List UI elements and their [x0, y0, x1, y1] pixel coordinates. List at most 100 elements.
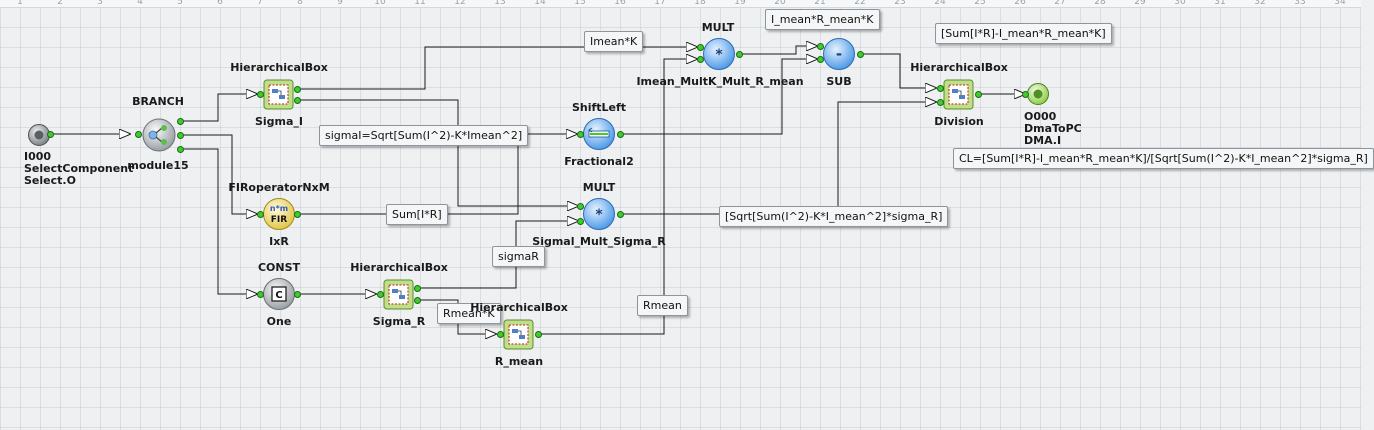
output-name: DmaToPC [1024, 122, 1082, 135]
input-node[interactable] [27, 123, 51, 151]
wire-sigma-i-mult1 [297, 47, 698, 90]
ruler-tick: 4 [137, 0, 143, 7]
ruler-tick: 17 [654, 0, 666, 7]
branch-out-port-3[interactable] [177, 146, 184, 153]
ruler-tick: 21 [814, 0, 826, 7]
fir-node[interactable]: n*m FIR [262, 197, 296, 235]
hier-sigma-r-out-port-2[interactable] [414, 297, 421, 304]
branch-in-port[interactable] [135, 131, 142, 138]
branch-out-port-2[interactable] [177, 132, 184, 139]
ruler-tick: 32 [1254, 0, 1266, 7]
ruler-tick: 33 [1294, 0, 1306, 7]
shift-name-label: Fractional2 [564, 155, 634, 168]
fir-out-port[interactable] [294, 211, 301, 218]
shift-node[interactable] [582, 117, 616, 155]
mult1-in-port-1[interactable] [697, 44, 704, 51]
output-labels: O000 DmaToPC DMA.I [1024, 111, 1082, 147]
branch-node[interactable] [141, 117, 177, 157]
ruler-tick: 29 [1134, 0, 1146, 7]
ruler-tick: 25 [974, 0, 986, 7]
mult1-out-port[interactable] [736, 51, 743, 58]
note-sigma-r[interactable]: sigmaR [492, 246, 545, 267]
hier-r-mean-node[interactable] [503, 319, 534, 354]
const-out-port[interactable] [294, 291, 301, 298]
mult1-name-label: Imean_MultK_Mult_R_mean [636, 75, 804, 88]
hier-r-mean-out-port[interactable] [535, 331, 542, 338]
hier-sigma-r-type-label: HierarchicalBox [350, 261, 448, 274]
const-icon: C [263, 278, 295, 310]
ruler-tick: 18 [694, 0, 706, 7]
ruler-tick: 27 [1054, 0, 1066, 7]
hierarchical-box-icon [263, 79, 294, 110]
mult1-type-label: MULT [701, 21, 735, 34]
sub-out-port[interactable] [857, 51, 864, 58]
branch-type-label: BRANCH [132, 95, 184, 108]
shift-out-port[interactable] [617, 131, 624, 138]
shift-in-port[interactable] [577, 131, 584, 138]
sub-in-port-1[interactable] [817, 43, 824, 50]
hierarchical-box-icon [503, 319, 534, 350]
input-name: SelectComponent [24, 162, 134, 175]
note-i-mean-r-mean-k[interactable]: I_mean*R_mean*K [765, 9, 880, 30]
shift-left-icon [583, 118, 615, 150]
ruler-tick: 12 [454, 0, 466, 7]
hier-division-node[interactable] [943, 79, 974, 114]
output-port-icon [1027, 83, 1049, 105]
ruler-tick: 10 [374, 0, 386, 7]
mult2-node[interactable]: * [582, 197, 616, 235]
hier-division-in-port-2[interactable] [937, 99, 944, 106]
hier-division-in-port-1[interactable] [937, 85, 944, 92]
mult1-in-port-2[interactable] [697, 56, 704, 63]
wire-mult2-division [620, 102, 937, 215]
note-imean-k[interactable]: Imean*K [584, 31, 644, 52]
input-out-port[interactable] [47, 131, 54, 138]
note-cl-formula[interactable]: CL=[Sum[I*R]-I_mean*R_mean*K]/[Sqrt[Sum(… [953, 148, 1374, 169]
sub-in-port-2[interactable] [817, 56, 824, 63]
mult1-node[interactable]: * [702, 37, 736, 75]
hier-division-out-port[interactable] [975, 91, 982, 98]
input-port-name: Select.O [24, 174, 76, 187]
hier-r-mean-type-label: HierarchicalBox [470, 301, 568, 314]
note-sigma-i-formula[interactable]: sigmaI=Sqrt[Sum(I^2)-K*Imean^2] [319, 125, 529, 146]
note-sum-ir-minus[interactable]: [Sum[I*R]-I_mean*R_mean*K] [935, 23, 1112, 44]
ruler-tick: 26 [1014, 0, 1026, 7]
branch-out-port-1[interactable] [177, 118, 184, 125]
hier-division-name-label: Division [934, 115, 984, 128]
hierarchical-box-icon [383, 279, 414, 310]
ruler-tick: 30 [1174, 0, 1186, 7]
hier-sigma-i-in-port[interactable] [257, 91, 264, 98]
hier-sigma-i-out-port-1[interactable] [294, 86, 301, 93]
ruler-tick: 2 [57, 0, 63, 7]
note-sum-ir[interactable]: Sum[I*R] [386, 204, 448, 225]
mult2-out-port[interactable] [617, 211, 624, 218]
hier-sigma-r-node[interactable] [383, 279, 414, 314]
hier-sigma-r-in-port[interactable] [377, 291, 384, 298]
ruler-tick: 24 [934, 0, 946, 7]
hier-r-mean-in-port[interactable] [497, 331, 504, 338]
input-labels: I000 SelectComponent Select.O [24, 151, 133, 187]
hier-sigma-r-out-port-1[interactable] [414, 285, 421, 292]
note-rmean[interactable]: Rmean [637, 295, 688, 316]
ruler-tick: 1 [17, 0, 23, 7]
output-node[interactable] [1026, 82, 1050, 110]
const-in-port[interactable] [257, 291, 264, 298]
output-id: O000 [1024, 110, 1057, 123]
shift-type-label: ShiftLeft [571, 101, 627, 114]
note-sqrt-sigma[interactable]: [Sqrt[Sum(I^2)-K*I_mean^2]*sigma_R] [719, 206, 949, 227]
const-node[interactable]: C [262, 277, 296, 315]
mult2-in-port-2[interactable] [577, 218, 584, 225]
fir-icon: n*m FIR [263, 198, 295, 230]
const-name-label: One [266, 315, 292, 328]
sub-node[interactable]: - [822, 37, 856, 75]
fir-in-port[interactable] [257, 211, 264, 218]
output-in-port[interactable] [1022, 91, 1029, 98]
input-id: I000 [24, 150, 52, 163]
wire-branch-const [181, 148, 258, 294]
note-rmean-k[interactable]: Rmean*K [437, 303, 501, 324]
ruler-tick: 31 [1214, 0, 1226, 7]
hier-sigma-i-out-port-2[interactable] [294, 97, 301, 104]
hier-sigma-i-node[interactable] [263, 79, 294, 114]
mult2-in-port-1[interactable] [577, 203, 584, 210]
ruler-tick: 34 [1334, 0, 1346, 7]
